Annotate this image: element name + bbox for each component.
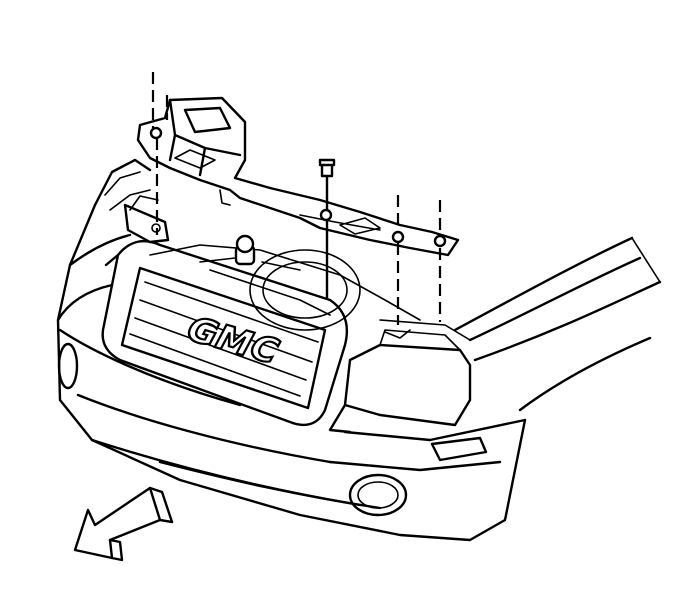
gmc-badge-text: GMC <box>179 310 286 371</box>
radiator-support-panel <box>136 96 460 257</box>
left-fender-corner <box>93 158 152 211</box>
left-mounting-bracket <box>123 195 170 244</box>
right-fog-lamp-icon <box>348 473 408 517</box>
right-headlamp <box>328 329 472 434</box>
engine-bay <box>149 234 471 341</box>
grille <box>101 239 349 426</box>
left-fog-lamp-icon <box>57 342 79 390</box>
front-fascia <box>56 203 527 542</box>
fastener-alignment-lines <box>151 72 442 325</box>
turn-signal-lamp <box>430 436 488 462</box>
front-of-vehicle-arrow-icon <box>73 486 174 562</box>
radiator-support-bolts <box>318 158 336 178</box>
gmc-badge: GMC <box>178 309 288 372</box>
hood <box>453 236 662 412</box>
